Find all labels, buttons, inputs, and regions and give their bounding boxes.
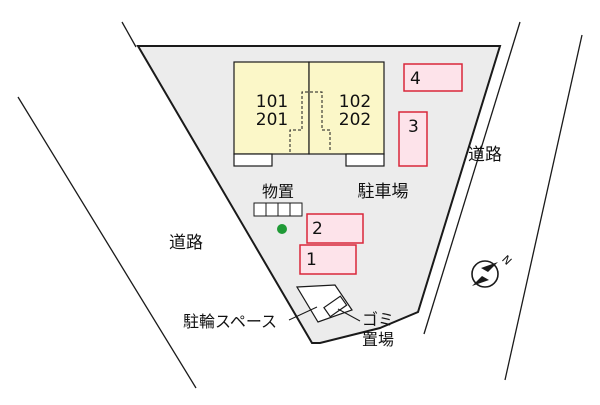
unit-number-202: 202 xyxy=(339,110,371,130)
storage-cell xyxy=(289,202,303,217)
parking-space-3: 3 xyxy=(398,111,428,167)
compass-needle-north xyxy=(481,262,498,272)
road-label-left: 道路 xyxy=(169,233,203,253)
bicycle-leader-line xyxy=(288,306,318,321)
parking-space-2-box xyxy=(306,213,364,244)
parking-space-4-box xyxy=(403,63,463,92)
apartment-building: 101 201 102 202 xyxy=(233,61,385,167)
parking-space-1-box xyxy=(299,244,357,275)
parking-space-1-number: 1 xyxy=(306,250,317,270)
unit-number-201: 201 xyxy=(256,110,288,130)
building-unit-left xyxy=(233,61,310,155)
road-edge-right-outer xyxy=(504,34,583,381)
bicycle-space-label: 駐輪スペース xyxy=(183,312,277,331)
parking-space-2-number: 2 xyxy=(312,219,323,239)
storage-cell xyxy=(253,202,267,217)
parking-space-4: 4 xyxy=(403,63,463,92)
garbage-label-line1: ゴミ xyxy=(362,310,394,329)
storage-label: 物置 xyxy=(262,182,294,201)
north-arrow-icon: N xyxy=(471,253,514,288)
parking-space-3-number: 3 xyxy=(408,117,419,137)
garbage-leader-line xyxy=(337,308,361,322)
storage-cell xyxy=(265,202,279,217)
unit-number-101: 101 xyxy=(256,92,288,112)
garbage-label-line2: 置場 xyxy=(362,330,394,349)
tree-icon xyxy=(277,224,287,234)
parking-space-3-box xyxy=(398,111,428,167)
road-edge-left-outer xyxy=(17,96,197,389)
parking-lot-label: 駐車場 xyxy=(358,182,409,202)
road-edge-left-inner xyxy=(121,21,137,48)
balcony-left xyxy=(233,153,273,167)
parking-space-4-number: 4 xyxy=(410,69,421,89)
unit-number-102: 102 xyxy=(339,92,371,112)
storage-cell xyxy=(277,202,291,217)
road-edge-right-inner xyxy=(423,21,521,335)
road-label-right: 道路 xyxy=(468,145,502,165)
parking-space-1: 1 xyxy=(299,244,357,275)
compass-north-label: N xyxy=(499,253,514,268)
storage-shed: 物置 xyxy=(253,182,303,217)
garbage-station-box xyxy=(323,295,348,318)
parking-space-2: 2 xyxy=(306,213,364,244)
stair-outline xyxy=(289,91,331,152)
balcony-right xyxy=(345,153,385,167)
compass-needle-south xyxy=(472,276,489,286)
